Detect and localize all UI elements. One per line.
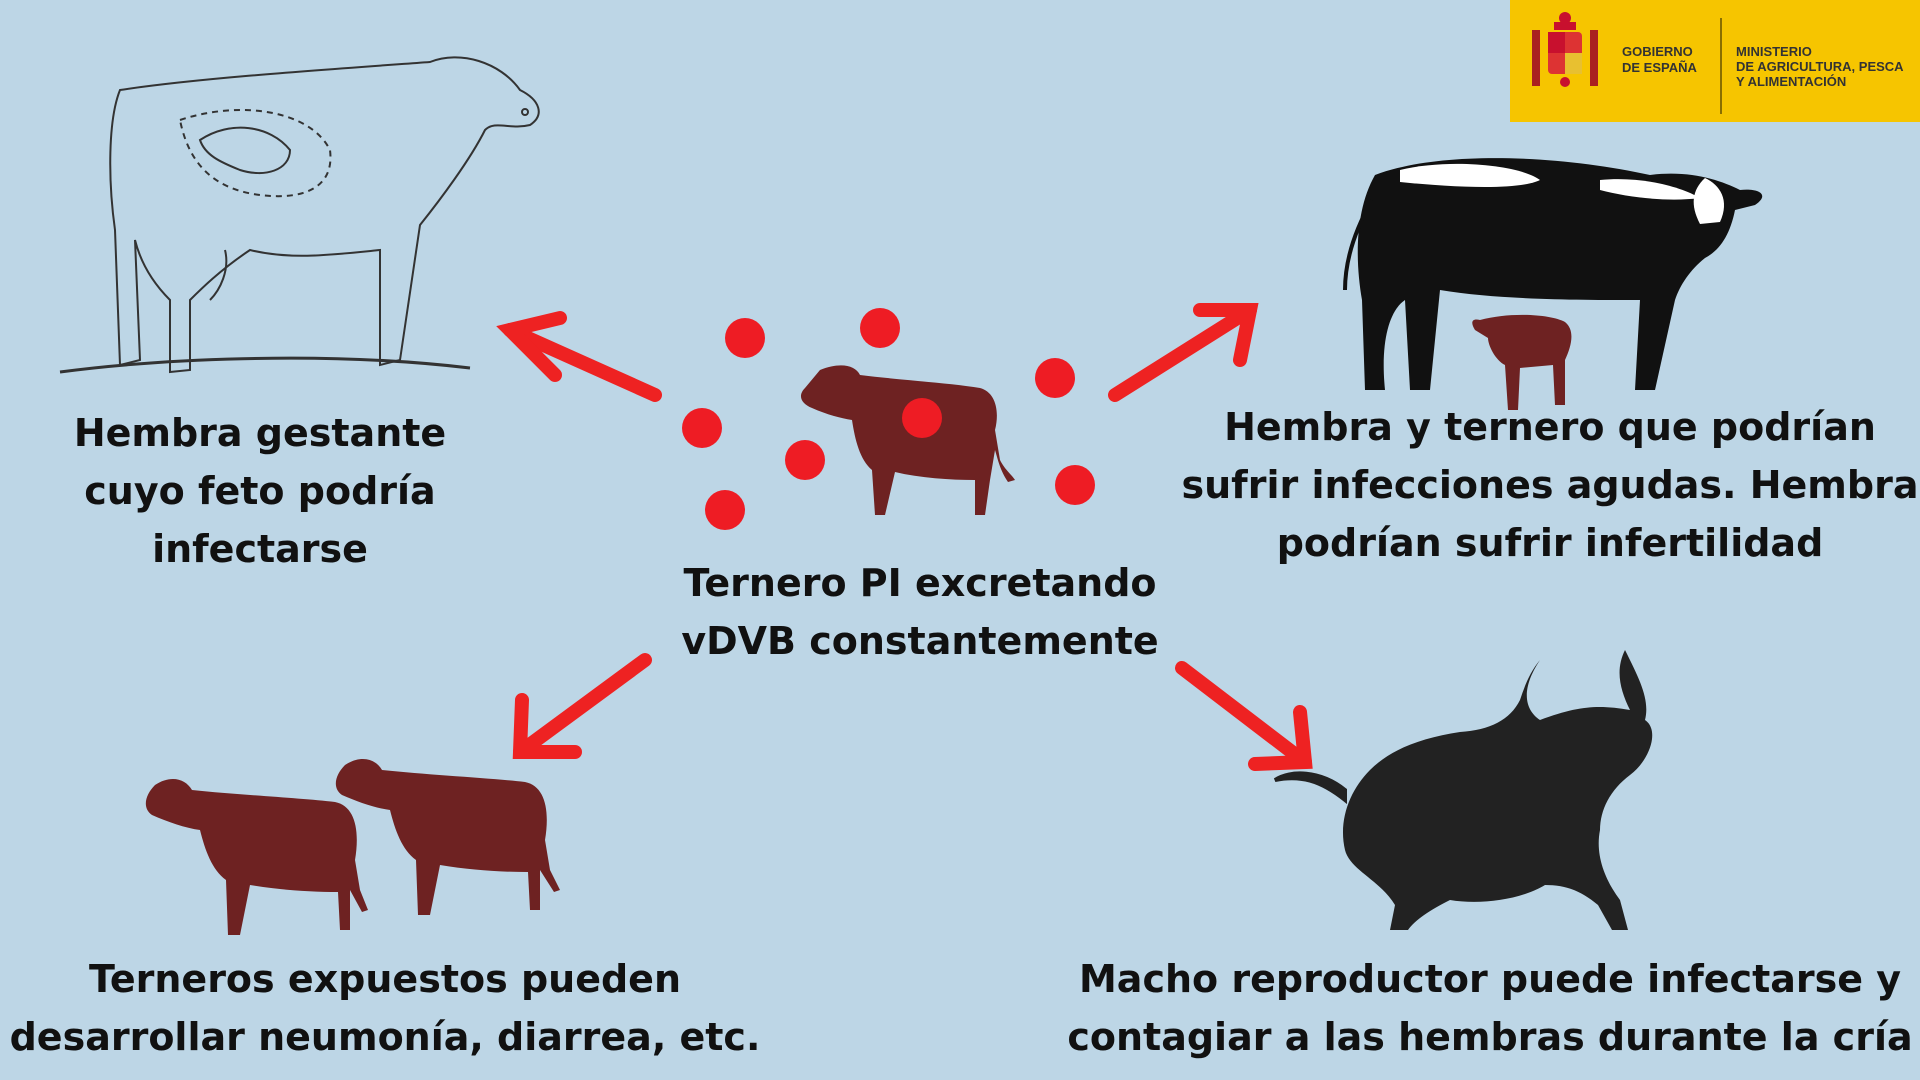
bottom-left-caption: Terneros expuestos pueden desarrollar ne… [9, 957, 761, 1059]
virus-dot-icon [1055, 465, 1095, 505]
red-arrow-icon [1175, 661, 1312, 769]
coat-of-arms-icon [1532, 12, 1598, 87]
virus-dot-icon [1035, 358, 1075, 398]
center-caption: Ternero PI excretando vDVB constantement… [681, 561, 1159, 663]
red-arrow-icon [496, 311, 567, 382]
virus-dots [682, 308, 1095, 530]
virus-dot-icon [725, 318, 765, 358]
pregnant-cow-sketch-icon [59, 56, 540, 374]
government-logo: GOBIERNO DE ESPAÑA MINISTERIO DE AGRICUL… [1510, 0, 1920, 122]
red-arrow-icon [503, 323, 662, 402]
red-arrow-icon [512, 693, 582, 759]
arrows [496, 303, 1313, 771]
infected-calf-icon [800, 365, 1015, 515]
top-right-caption: Hembra y ternero que podrían sufrir infe… [1181, 405, 1919, 565]
virus-dot-icon [902, 398, 942, 438]
virus-dot-icon [860, 308, 900, 348]
red-arrow-icon [1193, 303, 1259, 367]
exposed-calves-icon [145, 758, 560, 935]
bull-icon [1273, 650, 1653, 930]
bottom-right-caption: Macho reproductor puede infectarse y con… [1067, 957, 1913, 1059]
red-arrow-icon [1248, 705, 1313, 771]
virus-dot-icon [705, 490, 745, 530]
top-left-caption: Hembra gestante cuyo feto podría infecta… [73, 411, 447, 571]
red-arrow-icon [513, 653, 652, 759]
cow-with-calf-icon [1343, 158, 1763, 410]
government-name: GOBIERNO DE ESPAÑA [1622, 44, 1697, 75]
ministry-name: MINISTERIO DE AGRICULTURA, PESCA Y ALIME… [1736, 44, 1904, 89]
virus-dot-icon [785, 440, 825, 480]
red-arrow-icon [1108, 303, 1257, 402]
logo-divider [1720, 18, 1722, 114]
virus-dot-icon [682, 408, 722, 448]
